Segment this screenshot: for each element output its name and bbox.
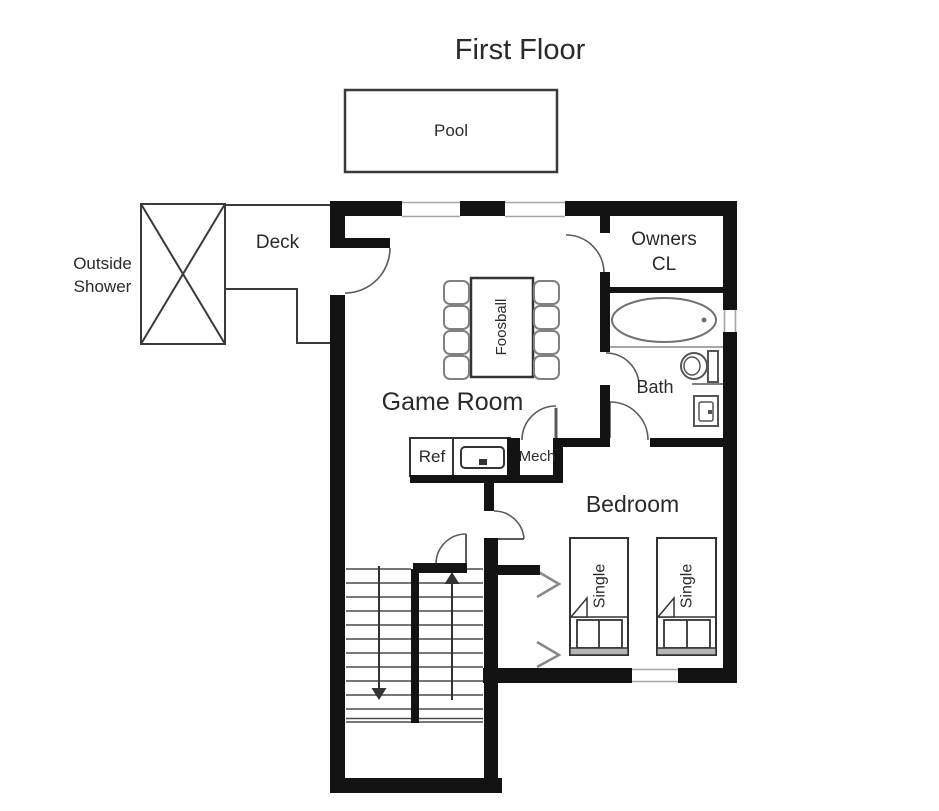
wall-stair-middle <box>411 569 419 723</box>
wall-bedroom-west-2 <box>484 538 498 793</box>
wall-owners-west-1 <box>600 201 610 233</box>
wall-right-upper <box>723 201 737 310</box>
bedroom-bath-door-arc <box>609 401 649 441</box>
foosball-label: Foosball <box>493 298 510 356</box>
wall-owners-bottom <box>610 287 723 293</box>
single-left-label: Single <box>591 563 609 609</box>
bedroom-label: Bedroom <box>585 491 680 517</box>
bath-door-arc <box>605 352 640 387</box>
outside-shower-label: Outside Shower <box>73 254 132 296</box>
page-title: First Floor <box>454 34 586 66</box>
wall-bottom <box>330 778 502 793</box>
wall-bedroom-nook <box>494 565 540 575</box>
wall-mech-south <box>507 475 563 483</box>
deck-door-leaf <box>345 238 390 248</box>
wall-owners-west-2 <box>600 272 610 292</box>
wall-top-2 <box>460 201 505 216</box>
wall-bath-south-1 <box>563 438 610 447</box>
ref-label: Ref <box>418 447 446 466</box>
window-lines <box>402 201 737 683</box>
wall-left-upper <box>330 201 345 248</box>
game-room-chairs <box>443 280 560 380</box>
wall-bedroom-west-1 <box>484 482 494 511</box>
wall-mech-west <box>507 438 520 482</box>
single-bed-right <box>656 537 717 656</box>
outside-shower-box <box>140 203 226 345</box>
single-bed-left <box>569 537 629 656</box>
wall-bath-west-2 <box>600 385 610 447</box>
toilet <box>680 350 723 385</box>
wall-top-3 <box>565 201 737 216</box>
bedroom-door-arc <box>493 510 525 540</box>
wall-right-lower <box>723 332 737 683</box>
vanity-sink <box>693 395 719 427</box>
opening-chevrons <box>536 569 562 669</box>
mech-label: Mech <box>518 448 556 465</box>
owners-cl-label: Owners CL <box>631 229 697 275</box>
stair-down-arrow <box>371 566 387 700</box>
deck-outline <box>225 204 332 344</box>
wall-bedroom-bottom-2 <box>678 668 737 683</box>
game-room-label: Game Room <box>381 388 524 416</box>
wall-left-lower <box>330 295 345 793</box>
bathtub <box>610 297 723 348</box>
wall-counter-base <box>410 475 510 483</box>
pool-label: Pool <box>433 121 469 140</box>
single-right-label: Single <box>678 563 696 609</box>
stair-door-arc <box>435 533 467 565</box>
wall-bath-west-1 <box>600 292 610 352</box>
wall-top-1 <box>330 201 402 216</box>
mech-door-arc <box>521 405 557 441</box>
deck-door-arc <box>344 247 391 294</box>
wall-bath-south-2 <box>650 438 723 447</box>
deck-label: Deck <box>255 232 300 253</box>
wall-mech-east <box>553 438 563 482</box>
foosball-table <box>469 276 535 379</box>
bath-label: Bath <box>636 377 674 397</box>
wall-bedroom-bottom-1 <box>483 668 632 683</box>
wall-stair-head <box>413 563 467 573</box>
door-arcs <box>344 234 649 565</box>
stair-up-arrow <box>444 572 460 700</box>
pool-outline <box>343 88 559 174</box>
owners-cl-door-arc <box>565 234 605 274</box>
